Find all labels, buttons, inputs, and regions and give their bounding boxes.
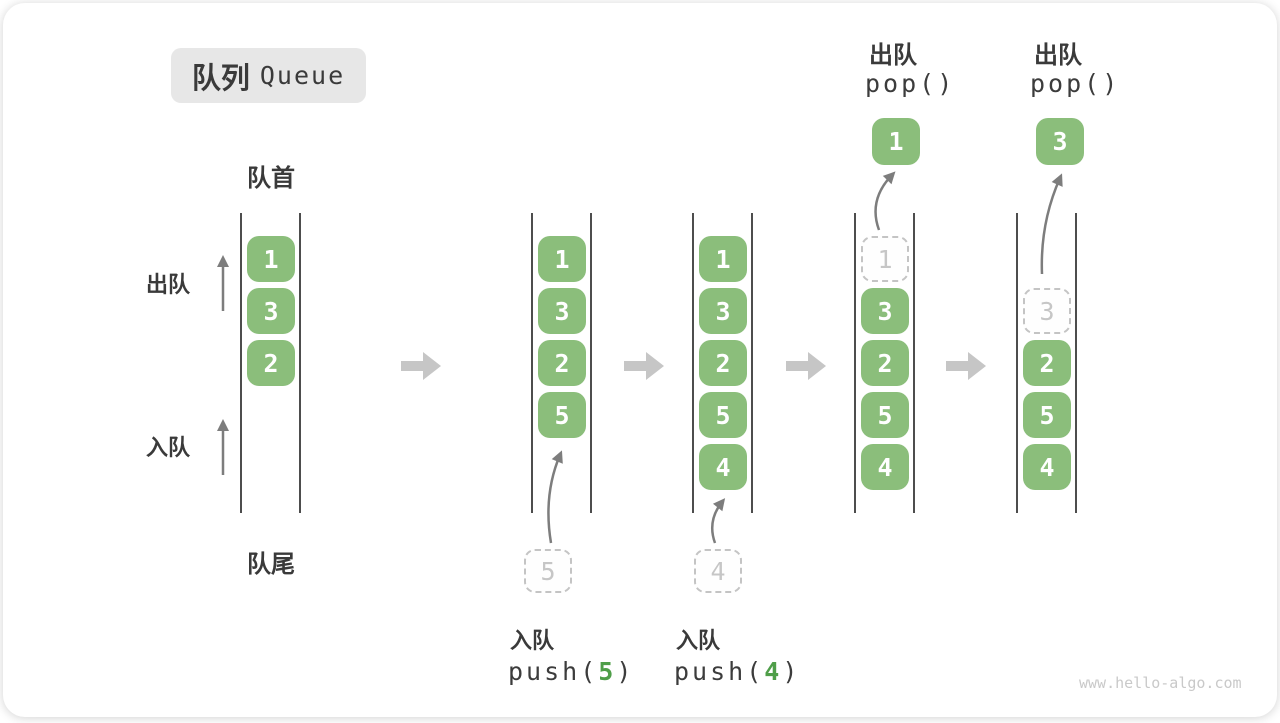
queue-state-5 (1016, 213, 1077, 513)
enqueue-op-label: 入队 (510, 628, 555, 653)
watermark: www.hello-algo.com (1079, 674, 1242, 692)
popped-value-cell: 1 (872, 118, 920, 165)
dequeue-op-label: 出队 (869, 42, 917, 69)
queue-cell: 4 (699, 444, 747, 490)
state-transition-arrow-icon (786, 352, 826, 380)
queue-state-4 (854, 213, 915, 513)
queue-rear-label: 队尾 (247, 551, 295, 578)
queue-cell: 1 (538, 236, 586, 282)
enqueue-op-label: 入队 (676, 628, 721, 653)
queue-cell: 1 (699, 236, 747, 282)
popped-value-cell: 3 (1036, 118, 1084, 165)
queue-cell: 1 (247, 236, 295, 282)
queue-cell: 5 (699, 392, 747, 438)
queue-cell: 4 (1023, 444, 1071, 490)
incoming-value-ghost-cell: 5 (524, 549, 572, 593)
queue-cell: 2 (1023, 340, 1071, 386)
arrows-overlay (217, 171, 1063, 544)
queue-cell: 3 (538, 288, 586, 334)
queue-cell: 5 (1023, 392, 1071, 438)
queue-state-3 (692, 213, 753, 513)
code-close: ) (616, 657, 635, 686)
code-arg: 4 (764, 657, 783, 686)
dequeue-side-label: 出队 (146, 272, 191, 297)
queue-front-label: 队首 (247, 165, 295, 192)
code-fn: push( (674, 657, 765, 686)
queue-cell: 3 (247, 288, 295, 334)
queue-cell: 4 (861, 444, 909, 490)
code-fn: push( (508, 657, 599, 686)
code-arg: 5 (598, 657, 617, 686)
queue-state-2 (531, 213, 592, 513)
incoming-value-ghost-cell: 4 (694, 549, 742, 593)
queue-cell: 3 (861, 288, 909, 334)
state-transition-arrow-icon (946, 352, 986, 380)
queue-cell: 5 (538, 392, 586, 438)
title-en: Queue (259, 61, 346, 90)
state-transition-arrow-icon (401, 352, 441, 380)
queue-cell: 3 (699, 288, 747, 334)
removed-value-ghost-cell: 3 (1023, 288, 1071, 334)
title-chip: 队列 Queue (171, 48, 366, 103)
dequeue-op-label: 出队 (1034, 42, 1082, 69)
dequeue-op-code: pop() (1030, 69, 1121, 98)
queue-state-1 (240, 213, 301, 513)
queue-cell: 2 (699, 340, 747, 386)
removed-value-ghost-cell: 1 (861, 236, 909, 282)
state-transition-arrow-icon (624, 352, 664, 380)
title-zh: 队列 (191, 62, 250, 95)
queue-cell: 2 (861, 340, 909, 386)
queue-cell: 2 (538, 340, 586, 386)
enqueue-op-code: push(4) (674, 657, 800, 686)
queue-cell: 5 (861, 392, 909, 438)
enqueue-side-label: 入队 (146, 435, 191, 460)
code-close: ) (782, 657, 801, 686)
queue-cell: 2 (247, 340, 295, 386)
dequeue-op-code: pop() (865, 69, 956, 98)
enqueue-op-code: push(5) (508, 657, 634, 686)
diagram-card: 队列 Queue 队首 队尾 出队 入队 1 3 2 1 3 2 5 5 入队 … (3, 3, 1277, 717)
